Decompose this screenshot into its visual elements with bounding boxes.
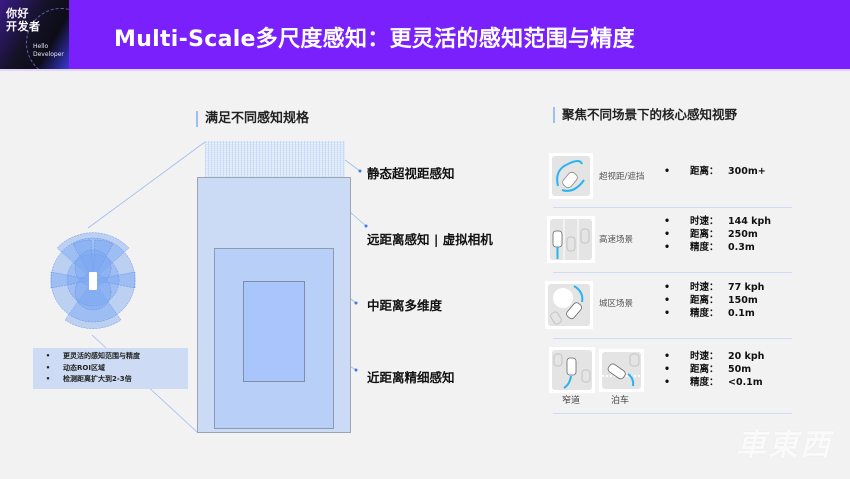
- scenario-name: 高速场景: [599, 235, 634, 245]
- scenario-divider: [553, 272, 792, 273]
- logo-en-text: Hello Developer: [33, 43, 64, 58]
- header-bar: [0, 0, 850, 69]
- label-long-range: 远距离感知 | 虚拟相机: [367, 232, 493, 247]
- logo-cn-text: 你好 开发者: [6, 7, 41, 33]
- scenario-icon-highway: [547, 216, 595, 263]
- page-title: Multi-Scale多尺度感知：更灵活的感知范围与精度: [114, 27, 635, 52]
- feature-bullet-list: •更灵活的感知范围与精度 •动态ROI区域 •检测距离扩大到2-3倍: [33, 348, 188, 389]
- feature-bullet: •更灵活的感知范围与精度: [45, 352, 140, 360]
- scenario-icon-narrow-road: [549, 347, 595, 393]
- scenario-name: 城区场景: [599, 299, 634, 309]
- urban-roundabout-icon: [550, 285, 584, 325]
- static-beyond-visual-range-zone: [205, 141, 345, 177]
- label-short-range: 近距离精细感知: [367, 370, 455, 385]
- feature-bullet: •检测距离扩大到2-3倍: [45, 375, 132, 383]
- watermark-logo: 車東西: [736, 428, 832, 463]
- scenario-name: 超视距/遮挡: [599, 172, 645, 182]
- highway-lanes-icon: [552, 219, 590, 260]
- scenario-icon-urban: [545, 281, 593, 329]
- scenario-divider: [553, 338, 792, 339]
- hello-developer-logo: 你好 开发者 Hello Developer: [0, 0, 69, 69]
- scenario-caption-narrow-road: 窄道: [562, 396, 581, 406]
- scenario-specs: •时速：144 kph •距离：250m •精度：0.3m: [664, 216, 772, 253]
- scenario-caption-parking: 泊车: [611, 396, 630, 406]
- label-static-bvr: 静态超视距感知: [367, 166, 455, 181]
- sensor-coverage-fan-icon: [50, 232, 136, 329]
- scenario-icon-beyond-visual-range: [549, 153, 593, 199]
- short-range-zone: [243, 281, 305, 382]
- scenario-specs: •时速：20 kph •距离：50m •精度：<0.1m: [664, 351, 765, 388]
- scenario-specs: •时速：77 kph •距离：150m •精度：0.1m: [664, 282, 765, 319]
- feature-bullet: •动态ROI区域: [45, 363, 105, 372]
- label-mid-range: 中距离多维度: [367, 298, 443, 313]
- narrow-road-icon: [553, 353, 591, 389]
- scenario-divider: [553, 207, 792, 208]
- parking-icon: [602, 353, 641, 387]
- scenario-icon-parking: [599, 349, 644, 392]
- section-heading-specs: 满足不同感知规格: [196, 111, 309, 127]
- section-heading-scenarios: 聚焦不同场景下的核心感知视野: [553, 107, 737, 123]
- scenario-divider: [553, 413, 792, 414]
- header-divider: [0, 69, 850, 71]
- car-occlusion-icon: [556, 160, 585, 192]
- scenario-specs: •距离：300m+: [664, 166, 766, 177]
